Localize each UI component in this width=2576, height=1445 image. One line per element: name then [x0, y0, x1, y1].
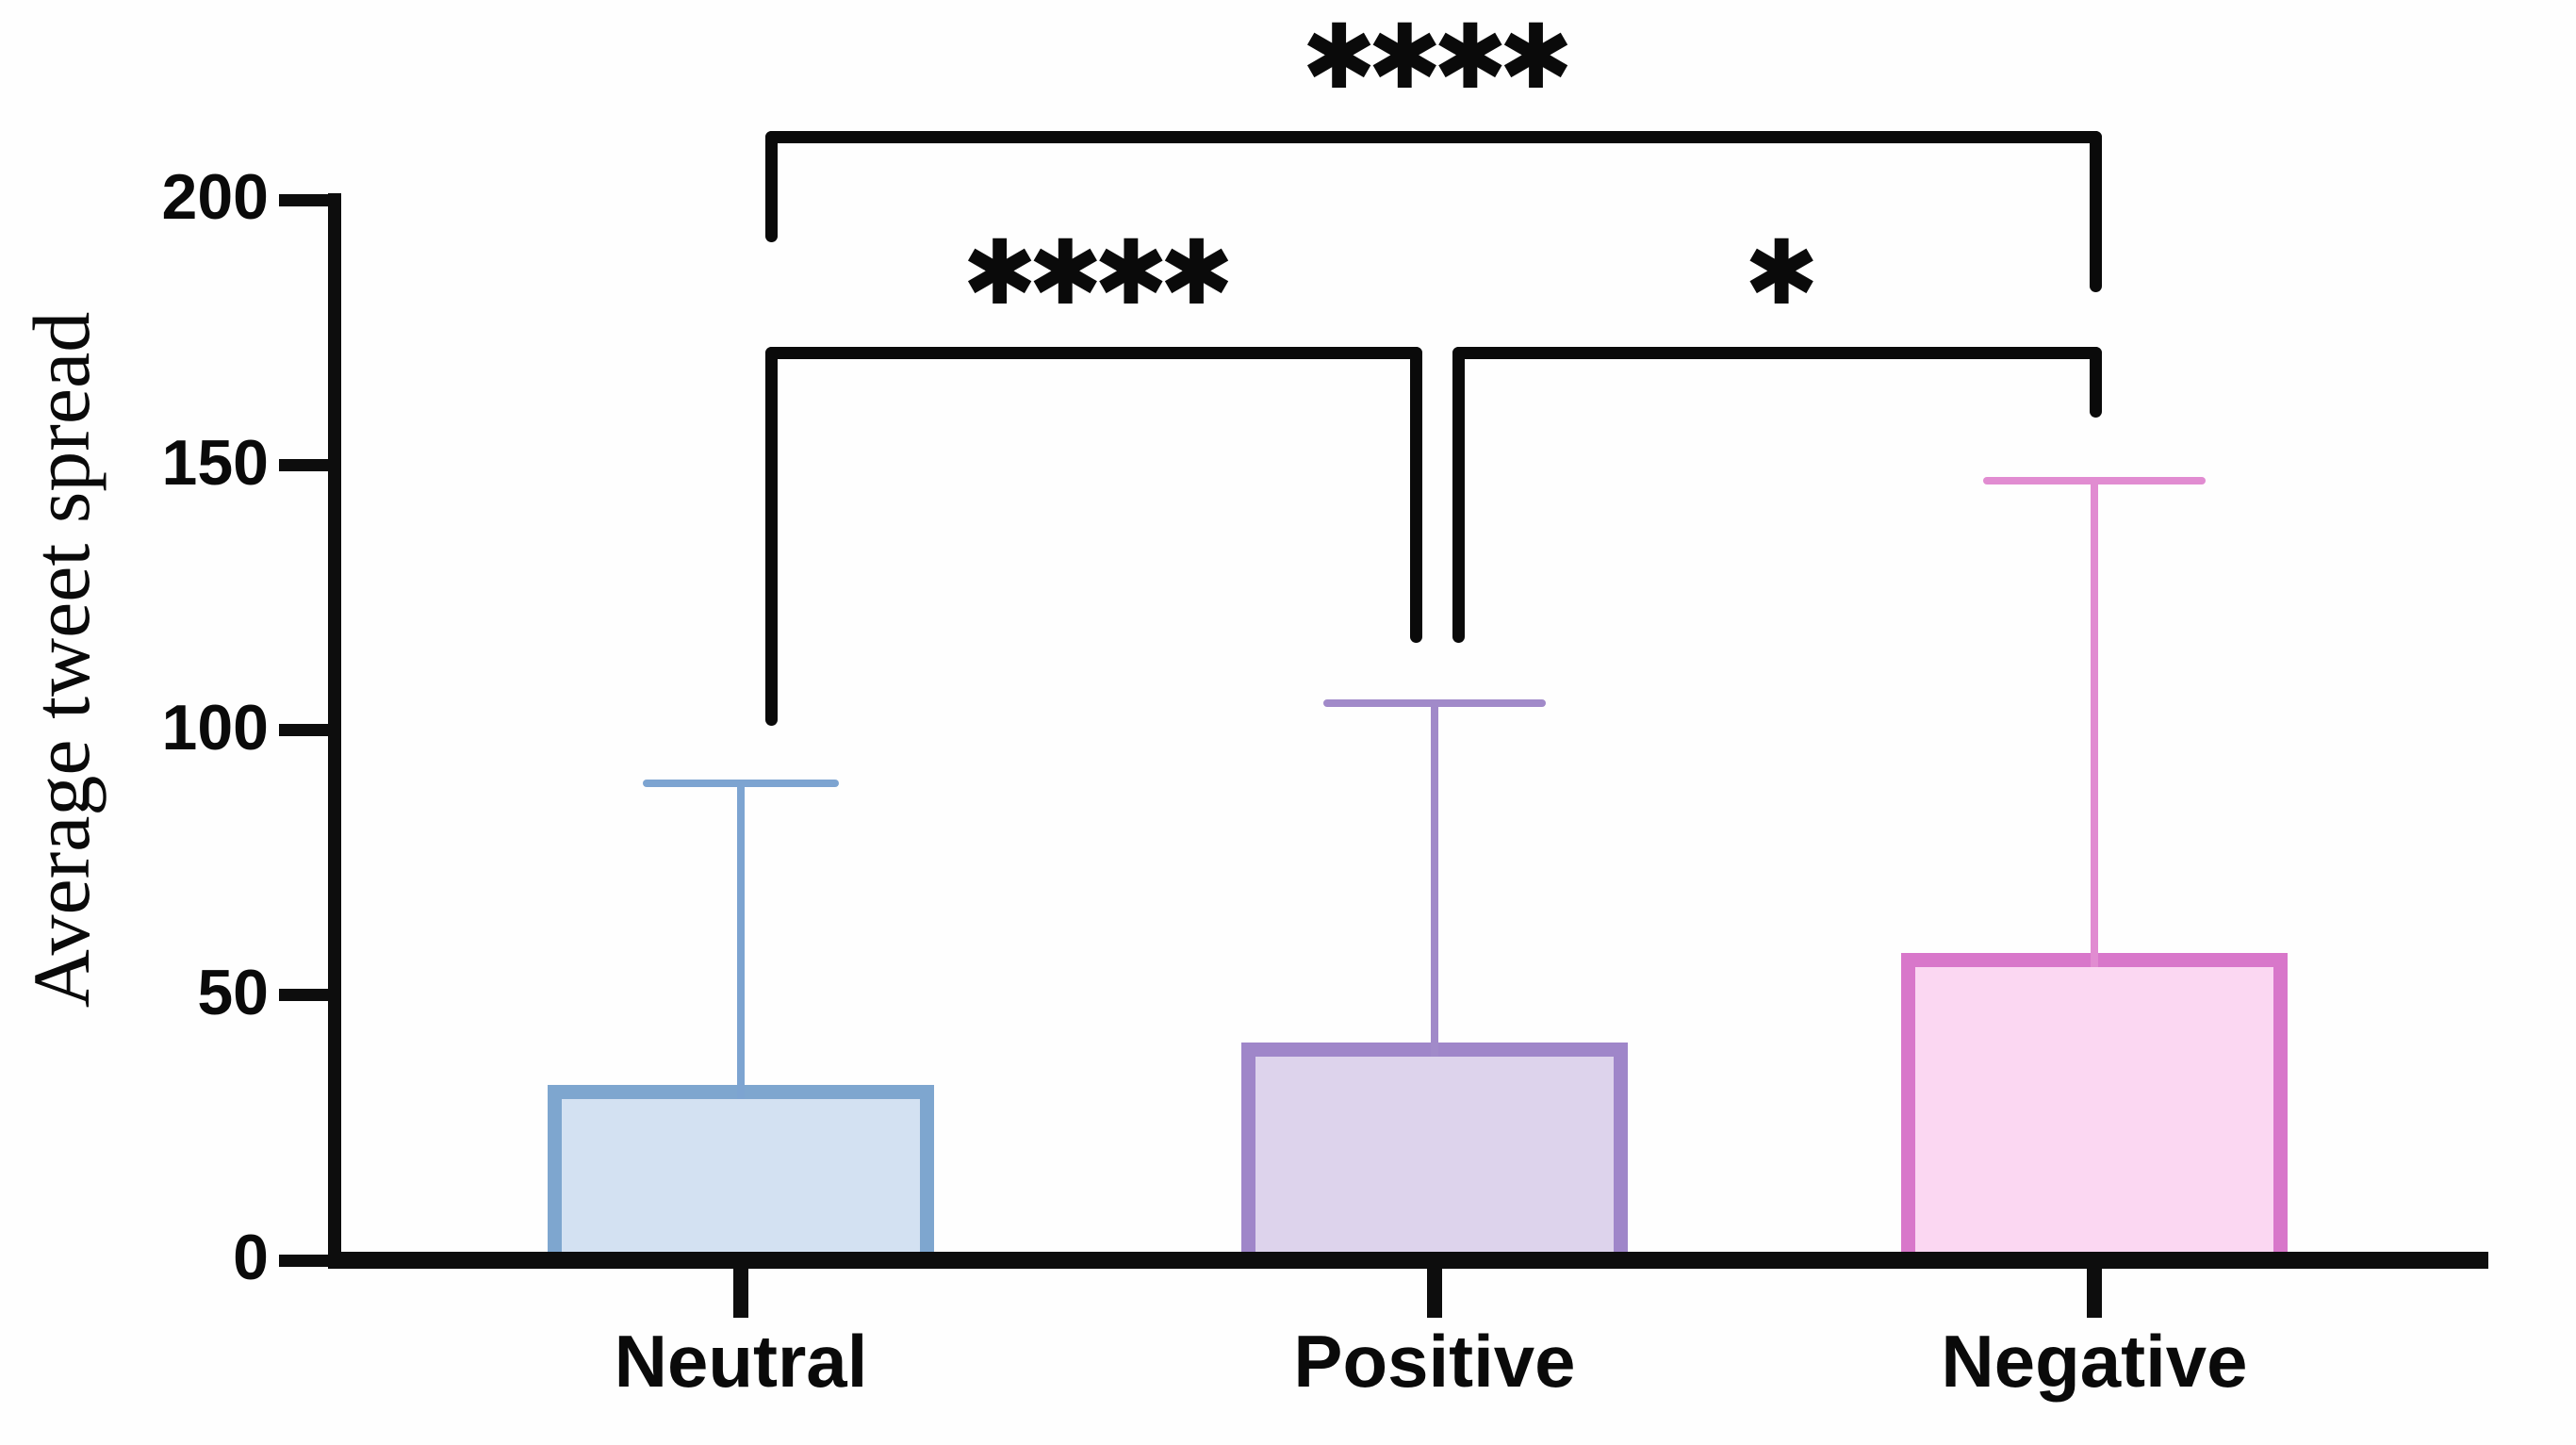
- y-tick-label: 100: [161, 691, 269, 764]
- error-bar: [1431, 703, 1438, 1058]
- sig-bracket-drop: [2089, 346, 2102, 418]
- category-label: Negative: [1941, 1320, 2248, 1403]
- y-axis-line: [328, 193, 341, 1269]
- category-label: Positive: [1293, 1320, 1576, 1403]
- y-tick: [279, 724, 328, 736]
- category-label: Neutral: [614, 1320, 868, 1403]
- error-cap: [643, 779, 839, 787]
- y-axis-title: Average tweet spread: [16, 311, 107, 1009]
- error-cap: [1323, 699, 1546, 708]
- sig-bracket-bar: [764, 346, 1422, 359]
- sig-bracket-drop: [1409, 346, 1422, 643]
- sig-label: ✱✱✱✱: [961, 222, 1234, 325]
- y-tick: [279, 1254, 328, 1267]
- y-tick: [279, 989, 328, 1002]
- x-axis-line: [328, 1252, 2488, 1269]
- sig-bracket-bar: [764, 130, 2102, 143]
- sig-label: ✱✱✱✱: [1301, 6, 1573, 109]
- bar: [1901, 952, 2288, 1266]
- sig-label: ✱: [1744, 222, 1819, 325]
- bar: [548, 1085, 934, 1266]
- y-tick-label: 200: [161, 161, 269, 234]
- bar: [1241, 1043, 1628, 1266]
- sig-bracket-drop: [764, 346, 778, 726]
- y-tick-label: 150: [161, 426, 269, 499]
- error-bar: [2091, 481, 2098, 967]
- x-tick: [733, 1269, 748, 1318]
- y-tick: [279, 193, 328, 206]
- sig-bracket-drop: [1452, 346, 1465, 643]
- error-cap: [1983, 477, 2206, 485]
- y-tick-label: 0: [233, 1222, 269, 1294]
- y-tick: [279, 458, 328, 471]
- error-bar: [737, 782, 745, 1100]
- x-tick: [1427, 1269, 1442, 1318]
- sig-bracket-bar: [1452, 346, 2102, 359]
- y-tick-label: 50: [197, 957, 269, 1029]
- sig-bracket-drop: [2089, 130, 2102, 292]
- sig-bracket-drop: [764, 130, 778, 242]
- x-tick: [2087, 1269, 2102, 1318]
